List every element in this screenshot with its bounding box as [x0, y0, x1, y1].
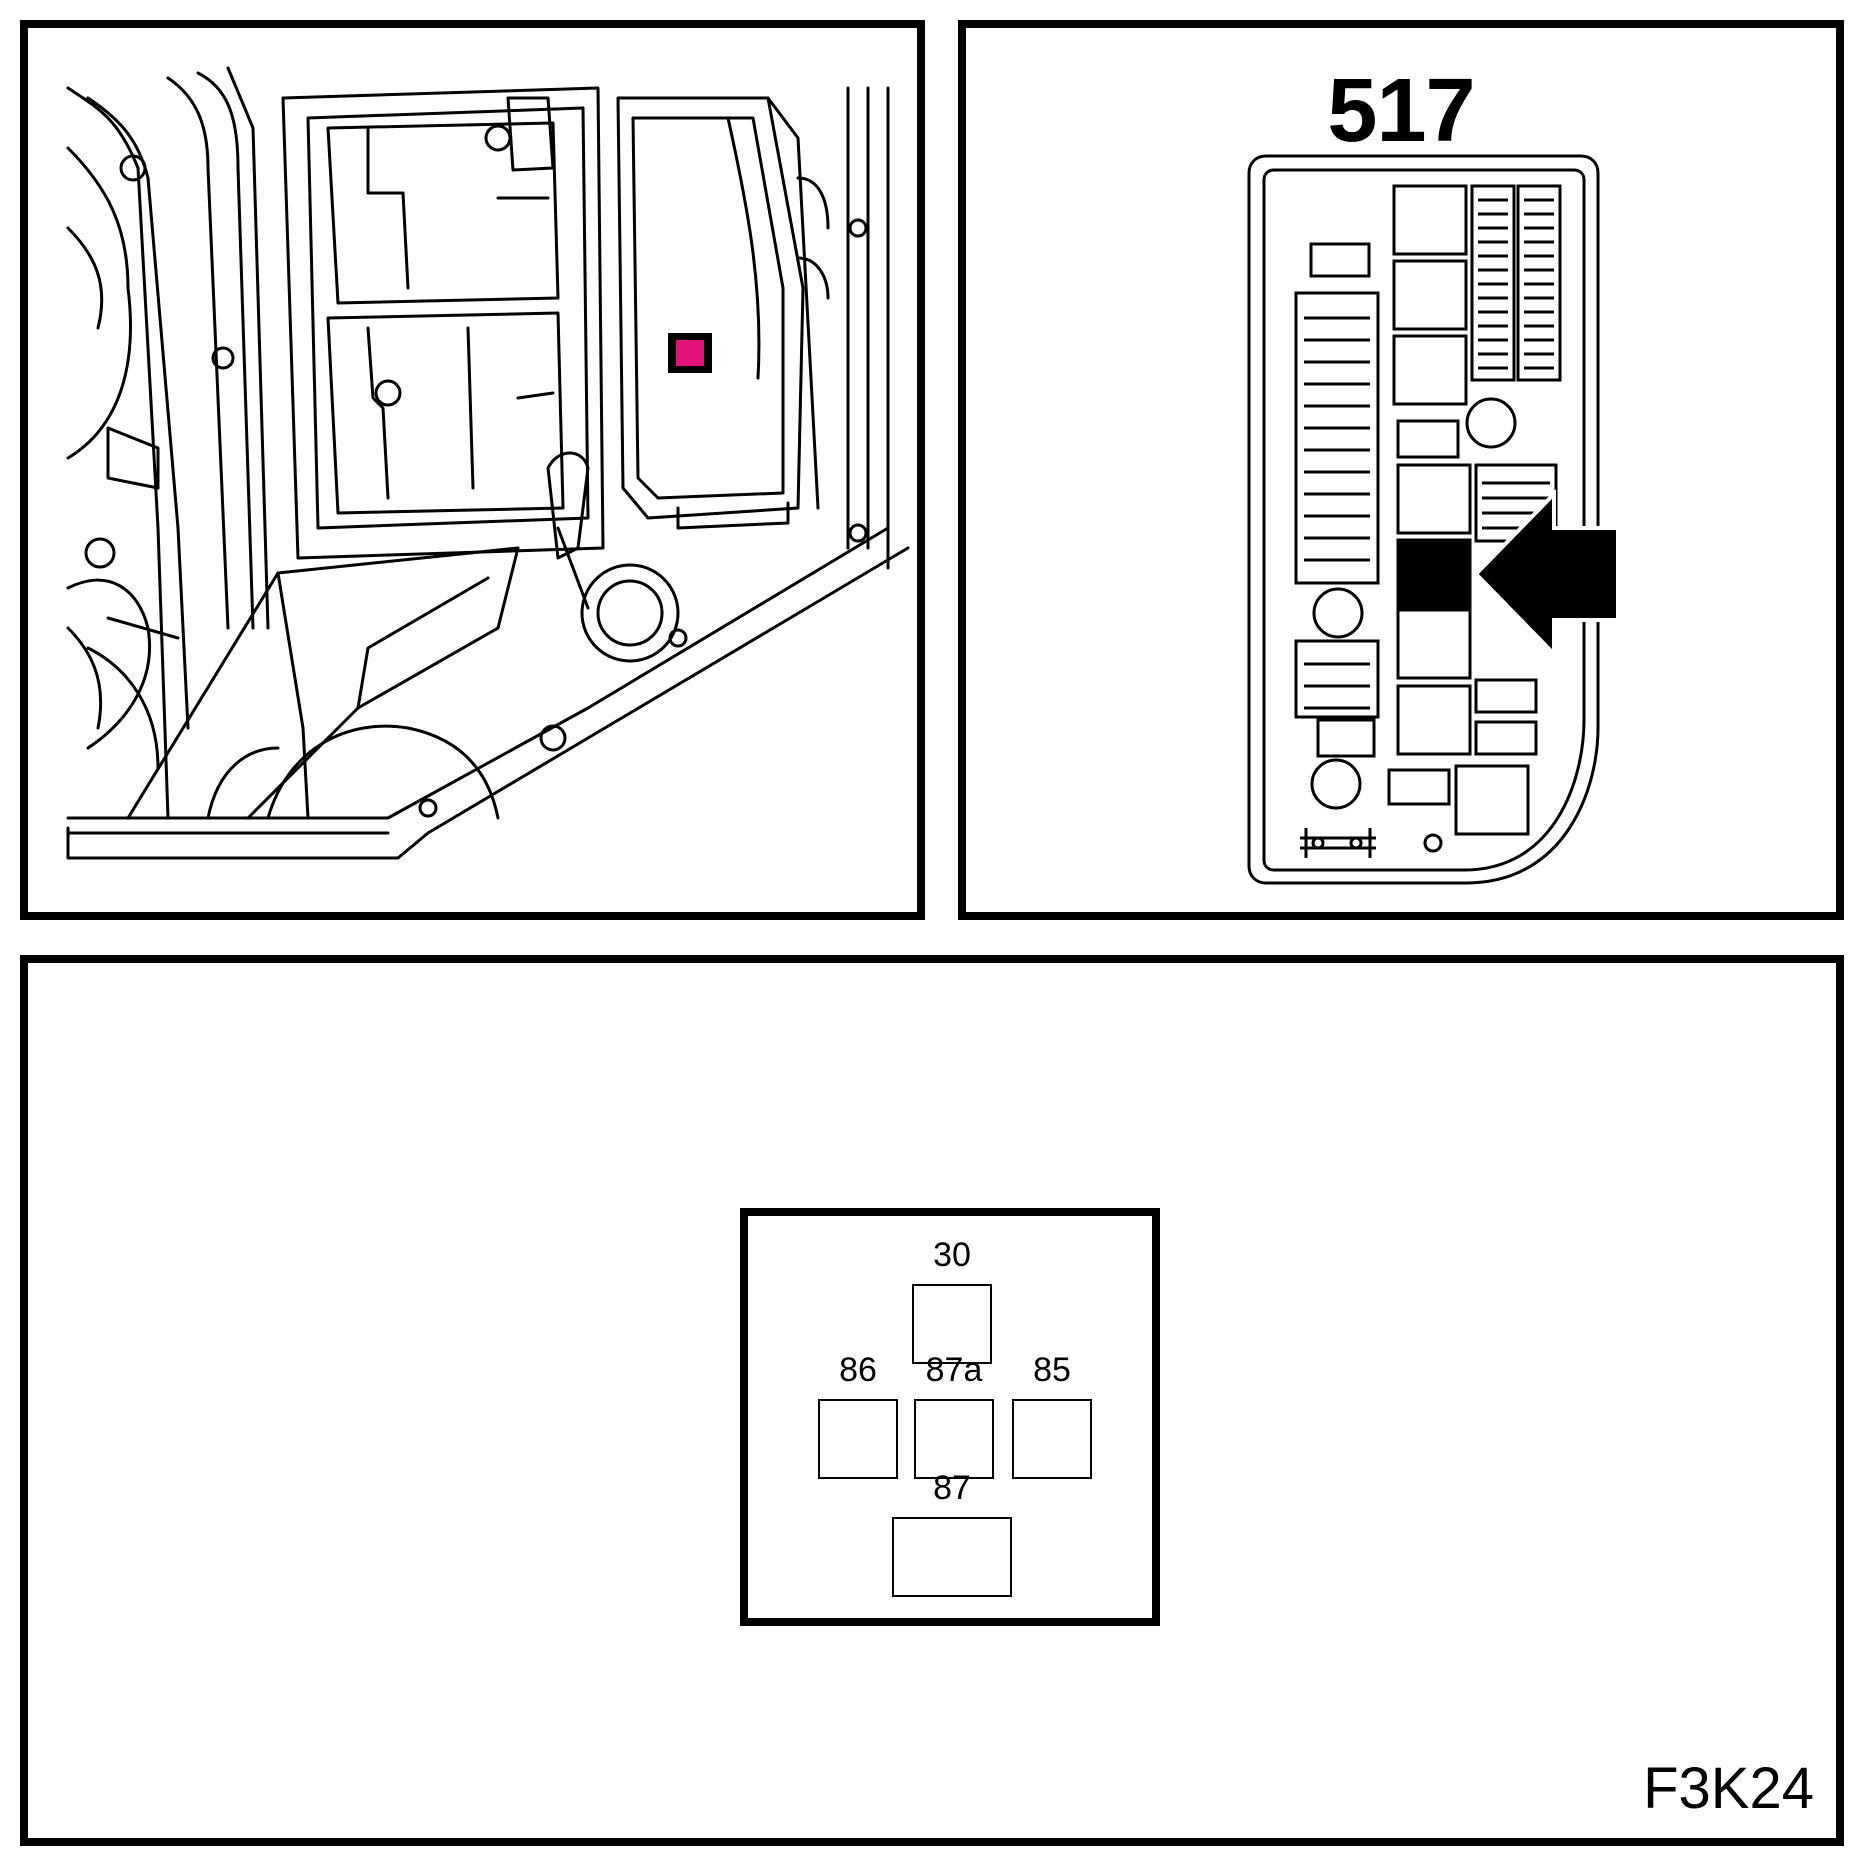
engine-compartment-view	[20, 20, 925, 920]
pin-86	[818, 1399, 898, 1479]
fusebox-diagram	[1247, 154, 1620, 885]
pin-85-label: 85	[1033, 1351, 1071, 1389]
pin-87a-label: 87a	[925, 1351, 983, 1389]
pin-87a	[914, 1399, 994, 1479]
pin-87-label: 87	[933, 1469, 971, 1507]
pin-86-label: 86	[839, 1351, 877, 1389]
pin-30-label: 30	[933, 1236, 971, 1274]
relay-pinout-diagram: 30 86 87a 85 87	[740, 1208, 1160, 1626]
fusebox-number: 517	[1327, 61, 1475, 161]
pin-85	[1012, 1399, 1092, 1479]
arrow-pointer-icon	[1473, 489, 1620, 659]
highlighted-relay-slot	[1396, 538, 1472, 610]
relay-pinout-view: 30 86 87a 85 87 F3K24	[20, 955, 1844, 1846]
figure-code: F3K24	[1643, 1756, 1814, 1821]
engine-compartment-drawing	[66, 66, 910, 860]
fusebox-layout-view: 517	[958, 20, 1844, 920]
pin-30	[912, 1284, 992, 1364]
pin-87	[892, 1517, 1012, 1597]
